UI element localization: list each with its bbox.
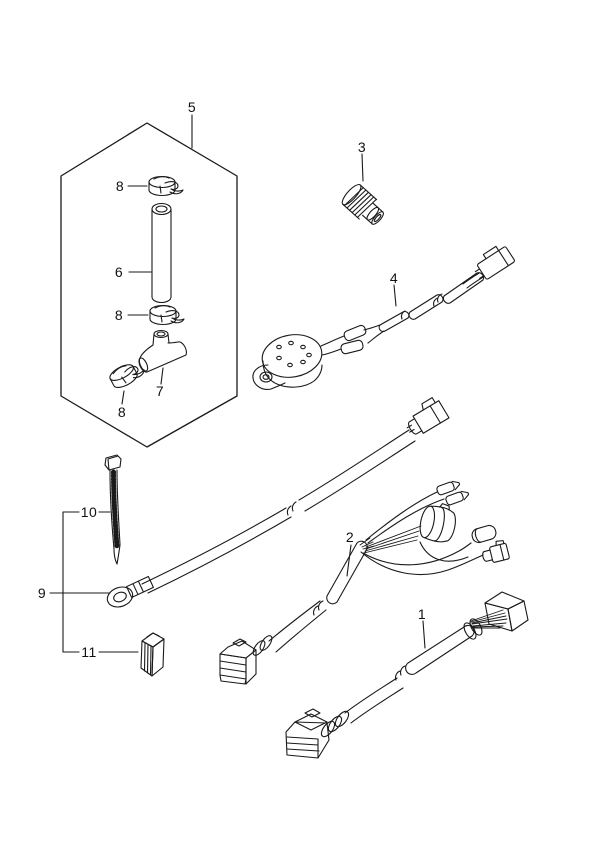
threaded-plug — [341, 183, 384, 225]
cable-tie — [104, 454, 122, 565]
bullet-terminal — [445, 490, 470, 506]
cable-boot — [252, 635, 273, 656]
leader-8c — [121, 390, 125, 405]
capsule-connector — [471, 524, 497, 544]
callout-11: 11 — [81, 644, 97, 660]
tee-joint — [138, 329, 187, 373]
stacked-connector — [285, 708, 330, 759]
callout-10: 10 — [80, 504, 98, 520]
small-connector — [482, 540, 510, 563]
callout-2: 2 — [345, 529, 355, 545]
bullet-terminal — [436, 480, 461, 496]
buzzer-sensor — [252, 334, 323, 390]
callout-8b: 8 — [114, 307, 124, 323]
harness-1 — [285, 591, 529, 759]
callout-8c: 8 — [117, 404, 127, 420]
crimp-sleeve — [343, 324, 367, 342]
callout-1: 1 — [417, 606, 427, 622]
kit-boundary-hexagon — [60, 122, 238, 448]
callout-6: 6 — [114, 264, 124, 280]
leader-7 — [160, 367, 164, 385]
crimp-barrel — [126, 575, 154, 599]
leader-2 — [346, 544, 352, 577]
callout-3: 3 — [357, 139, 367, 155]
leader-4 — [393, 284, 397, 307]
leader-lines — [49, 114, 426, 653]
ring-terminal-cable — [106, 397, 450, 608]
callout-9: 9 — [37, 585, 47, 601]
harness-connector — [474, 245, 515, 280]
callout-4: 4 — [389, 270, 399, 286]
hose-clamp-middle — [149, 304, 185, 326]
cube-connector — [470, 591, 529, 632]
callout-bracket — [62, 511, 139, 653]
harness-2 — [219, 480, 510, 685]
buzzer-harness — [252, 245, 515, 390]
connector-block — [140, 632, 165, 677]
callout-5: 5 — [187, 99, 197, 115]
callout-8a: 8 — [115, 178, 125, 194]
hose-clamp-top — [148, 175, 184, 197]
ring-terminal — [106, 586, 134, 608]
multi-pin-connector — [406, 397, 450, 435]
tube — [151, 202, 172, 304]
callout-7: 7 — [155, 383, 165, 399]
leader-1 — [422, 620, 426, 649]
leader-3 — [361, 153, 364, 182]
hose-clamp-bottom — [107, 357, 148, 392]
cable-boot — [320, 710, 350, 738]
stacked-connector — [219, 638, 257, 685]
round-connector — [419, 503, 456, 543]
crimp-sleeve — [340, 339, 364, 355]
